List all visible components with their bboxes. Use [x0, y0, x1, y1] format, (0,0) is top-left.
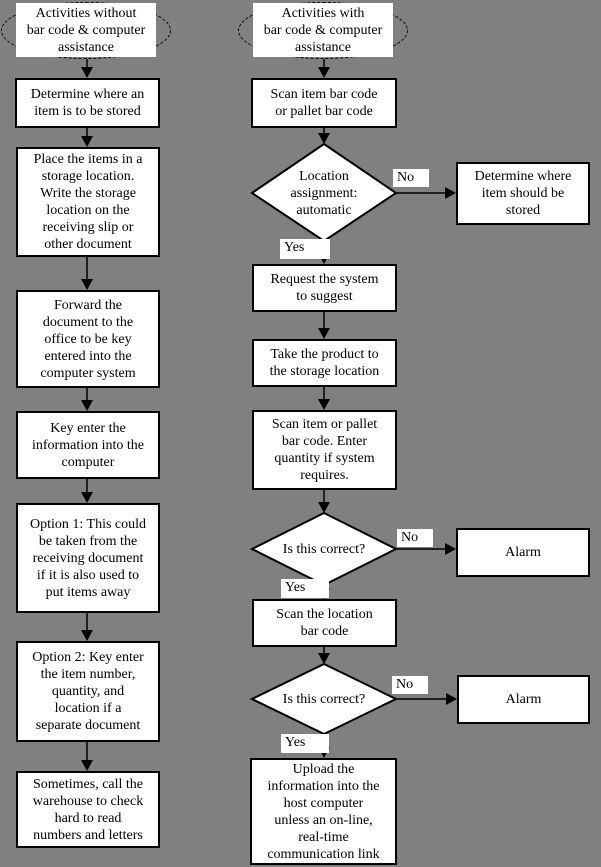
node-key-enter: Key enter the information into the compu…	[16, 411, 160, 479]
node-alarm-1: Alarm	[456, 528, 590, 577]
node-alarm-2: Alarm	[457, 675, 590, 724]
branch-label-yes-3: Yes	[281, 734, 329, 753]
start-label-with-barcode: Activities with bar code & computer assi…	[253, 3, 393, 57]
node-scan-location-barcode: Scan the location bar code	[252, 599, 397, 647]
node-scan-item-barcode: Scan item bar code or pallet bar code	[251, 78, 397, 128]
start-label-without-barcode: Activities without bar code & computer a…	[16, 3, 156, 57]
start-ellipse-with-barcode	[238, 2, 408, 59]
decision-is-correct-2-text: Is this correct?	[282, 691, 366, 707]
node-forward-document: Forward the document to the office to be…	[16, 290, 160, 388]
node-take-product: Take the product to the storage location	[252, 339, 397, 387]
decision-location-assignment-text: Location assignment: automatic	[290, 168, 358, 218]
node-upload-information: Upload the information into the host com…	[250, 758, 397, 865]
arrow-lines	[81, 59, 457, 771]
node-determine-storage: Determine where an item is to be stored	[15, 78, 160, 128]
branch-label-no-3: No	[392, 676, 428, 694]
node-place-items: Place the items in a storage location. W…	[16, 147, 160, 257]
branch-label-no-1: No	[393, 169, 429, 187]
branch-label-yes-1: Yes	[280, 239, 330, 259]
node-determine-where-stored: Determine where item should be stored	[456, 162, 590, 225]
node-option-2: Option 2: Key enter the item number, qua…	[16, 641, 160, 742]
node-option-1: Option 1: This could be taken from the r…	[16, 503, 160, 613]
node-request-suggest: Request the system to suggest	[252, 264, 397, 312]
node-scan-item-or-pallet: Scan item or pallet bar code. Enter quan…	[252, 410, 397, 490]
branch-label-yes-2: Yes	[281, 579, 329, 598]
decision-is-correct-1-text: Is this correct?	[282, 541, 366, 557]
start-ellipse-without-barcode	[1, 2, 171, 59]
branch-label-no-2: No	[397, 529, 433, 547]
node-call-warehouse: Sometimes, call the warehouse to check h…	[16, 771, 160, 848]
